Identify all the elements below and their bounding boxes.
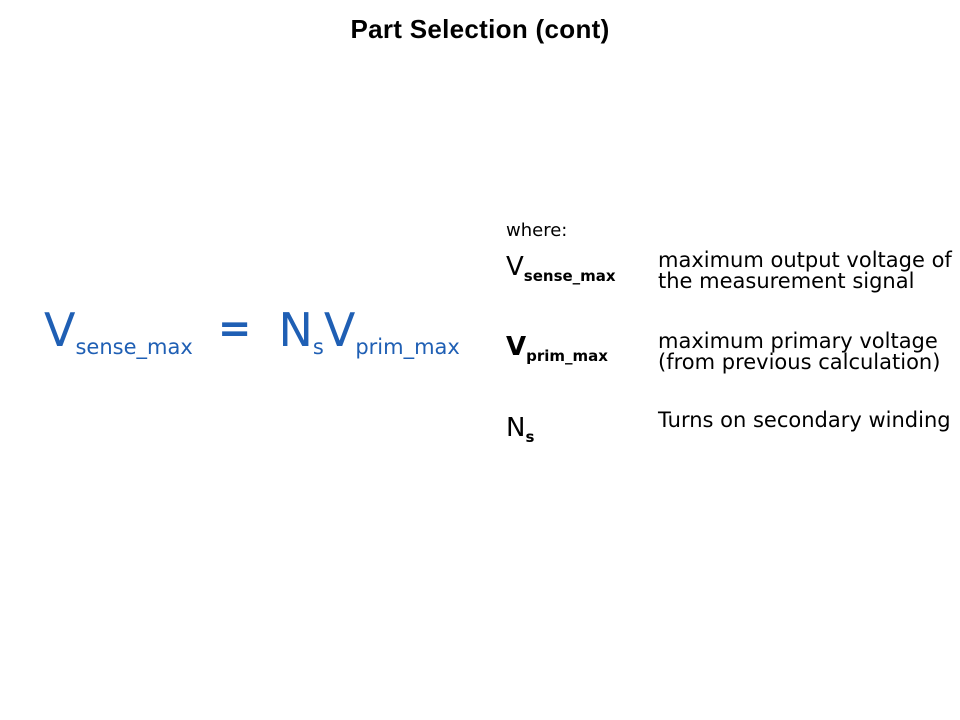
legend-symbol-v-prim-max: Vprim_max (506, 332, 608, 365)
legend-description: maximum primary voltage (from previous c… (658, 329, 941, 374)
formula-lhs-symbol: V (44, 303, 76, 357)
legend-symbol-subscript: sense_max (523, 267, 616, 285)
legend-symbol-v-sense-max: Vsense_max (506, 252, 616, 285)
legend-symbol-subscript: prim_max (526, 347, 608, 365)
legend-symbol-subscript: s (525, 428, 535, 446)
where-label: where: (506, 220, 568, 241)
formula-rhs2-subscript: prim_max (355, 335, 460, 359)
formula-rhs2-symbol: V (323, 303, 356, 357)
formula-rhs1-subscript: s (312, 335, 324, 359)
formula-lhs-subscript: sense_max (75, 335, 193, 359)
formula-rhs1-symbol: N (278, 303, 313, 357)
legend-description: maximum output voltage of the measuremen… (658, 248, 952, 293)
legend-symbol-main: V (506, 332, 527, 362)
slide-title: Part Selection (cont) (350, 14, 610, 44)
formula-equals: = (217, 306, 252, 352)
legend-description: Turns on secondary winding (658, 408, 951, 432)
legend-symbol-n-s: Ns (506, 413, 534, 446)
formula-equation: Vsense_max = NsVprim_max (44, 300, 460, 370)
legend-symbol-main: N (506, 413, 526, 443)
legend-symbol-main: V (506, 252, 524, 282)
